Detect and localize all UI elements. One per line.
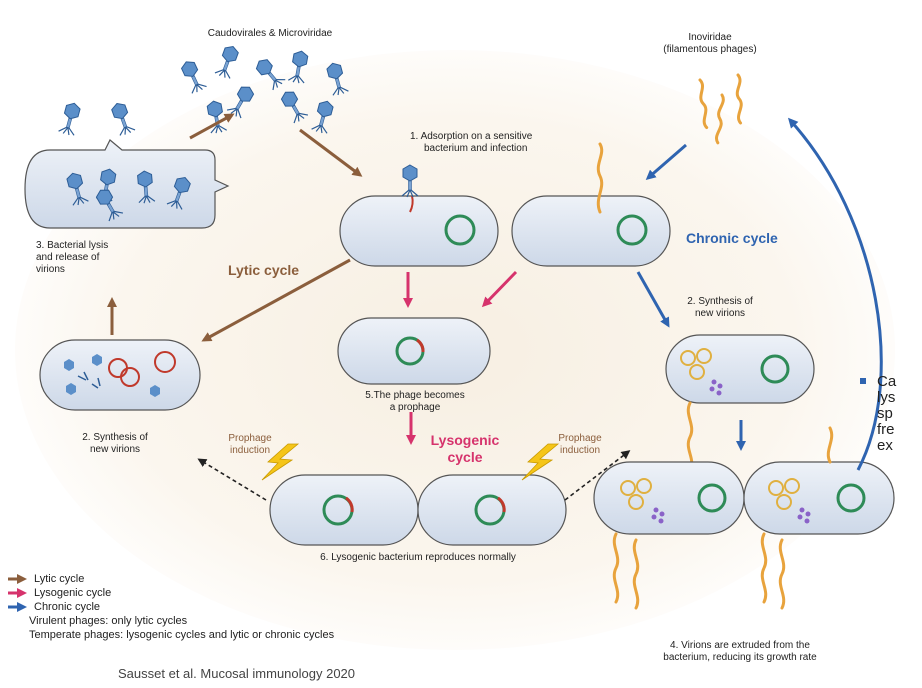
side-text-4: fre	[877, 421, 895, 438]
label-inoviridae: Inoviridae	[688, 32, 732, 43]
step-5-line1: 5.The phage becomes	[365, 390, 465, 401]
induction-arrows	[197, 450, 631, 501]
bacterium-lysogenic-dividing	[269, 474, 567, 546]
step-1-line2: bacterium and infection	[424, 143, 528, 154]
label-inoviridae-sub: (filamentous phages)	[663, 44, 757, 55]
legend-lytic: Lytic cycle	[34, 573, 85, 585]
step-1-line1: 1. Adsorption on a sensitive	[410, 131, 533, 142]
prophage-induction-right-1: Prophage	[558, 433, 602, 444]
prophage-induction-right-2: induction	[559, 445, 601, 456]
step-5-line2: a prophage	[389, 402, 441, 413]
side-text-3: sp	[877, 405, 893, 422]
label-lysogenic-2: cycle	[447, 449, 483, 465]
note-virulent: Virulent phages: only lytic cycles	[29, 615, 188, 627]
step-3-line3: virions	[36, 264, 65, 275]
lytic-arrows	[107, 113, 363, 342]
step-2-line1: 2. Synthesis of	[82, 432, 148, 443]
side-text-1: Ca	[877, 373, 897, 390]
citation: Sausset et al. Mucosal immunology 2020	[118, 666, 356, 681]
label-lysogenic-1: Lysogenic	[430, 432, 500, 448]
step-3-line1: 3. Bacterial lysis	[36, 240, 109, 251]
bacterium-infection	[339, 164, 499, 267]
lysogenic-arrows	[403, 270, 518, 445]
prophage-induction-left-1: Prophage	[228, 433, 272, 444]
side-text-2: lys	[877, 389, 896, 406]
step-4-line1: 4. Virions are extruded from the	[670, 640, 810, 651]
lysing-bacterium	[24, 139, 230, 229]
step-4-line2: bacterium, reducing its growth rate	[663, 652, 817, 663]
note-temperate: Temperate phages: lysogenic cycles and l…	[29, 629, 335, 641]
bacterium-chronic-infection	[511, 142, 671, 267]
label-lytic-cycle: Lytic cycle	[228, 262, 300, 278]
legend-chronic: Chronic cycle	[34, 601, 101, 613]
bacterium-prophage	[337, 317, 491, 385]
step-2r-line1: 2. Synthesis of	[687, 296, 753, 307]
label-chronic-cycle: Chronic cycle	[686, 230, 778, 246]
chronic-arrows	[636, 117, 883, 471]
step-2r-line2: new virions	[694, 308, 746, 319]
lightning-icon	[261, 443, 560, 481]
side-text-5: ex	[877, 437, 893, 454]
side-bullet	[860, 378, 866, 384]
bacterium-synthesis-chronic	[665, 334, 815, 471]
bacterium-chronic-dividing	[593, 426, 895, 610]
label-caudovirales: Caudovirales & Microviridae	[207, 28, 333, 39]
bacterium-synthesis-lytic	[39, 339, 201, 411]
legend-arrows	[8, 574, 27, 612]
legend-lysogenic: Lysogenic cycle	[34, 587, 112, 599]
step-2-line2: new virions	[89, 444, 141, 455]
prophage-induction-left-2: induction	[229, 445, 271, 456]
step-3-line2: and release of	[36, 252, 100, 263]
step-6: 6. Lysogenic bacterium reproduces normal…	[320, 552, 516, 563]
